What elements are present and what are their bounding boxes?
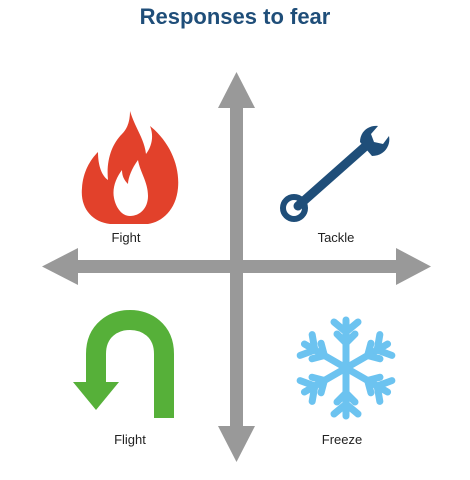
right-arrowhead xyxy=(396,248,431,285)
tackle-label: Tackle xyxy=(317,230,355,245)
horizontal-axis-shaft xyxy=(76,260,398,273)
u-turn-arrow-icon xyxy=(73,310,174,418)
wrench-icon xyxy=(280,125,390,222)
top-arrowhead xyxy=(218,72,255,108)
fight-label: Fight xyxy=(111,230,141,245)
left-arrowhead xyxy=(42,248,78,285)
axes-group xyxy=(42,72,431,462)
flame-icon xyxy=(81,111,179,224)
bottom-arrowhead xyxy=(218,426,255,462)
snowflake-icon xyxy=(290,316,402,420)
flight-label: Flight xyxy=(114,432,146,447)
freeze-label: Freeze xyxy=(321,432,363,447)
diagram-title: Responses to fear xyxy=(139,4,331,29)
